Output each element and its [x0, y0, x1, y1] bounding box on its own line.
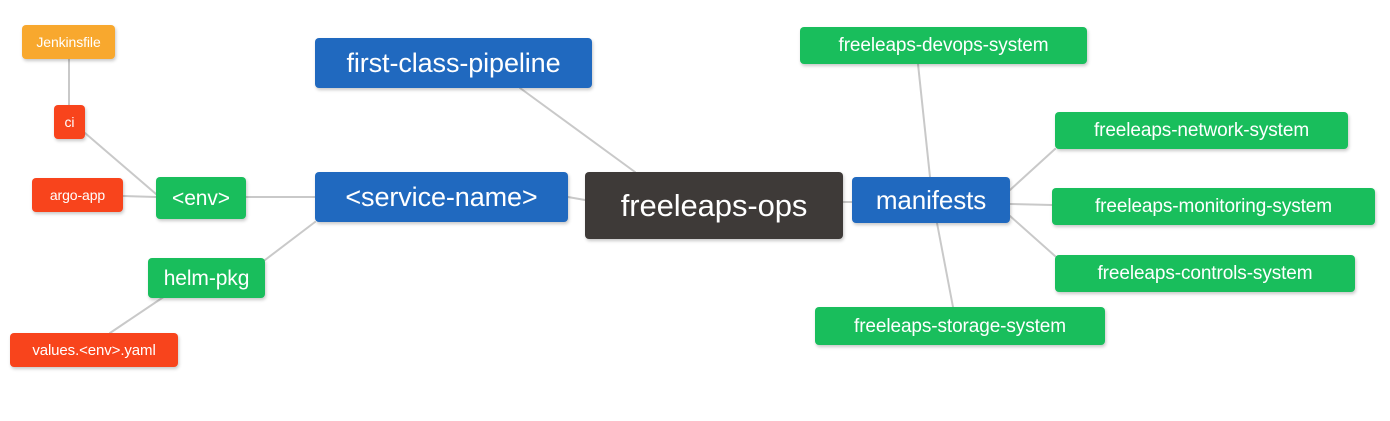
node-label-service-name: <service-name> — [345, 181, 538, 212]
edge-service-name-to-freeleaps-ops — [567, 196, 586, 201]
node-service-name[interactable]: <service-name> — [315, 172, 568, 222]
edge-manifests-to-freeleaps-devops-system — [917, 63, 931, 178]
edge-helm-pkg-to-values-yaml — [109, 295, 166, 334]
edge-manifests-to-freeleaps-controls-system — [1009, 215, 1056, 257]
node-label-manifests: manifests — [875, 185, 987, 215]
node-freeleaps-ops[interactable]: freeleaps-ops — [585, 172, 843, 239]
node-label-freeleaps-monitoring-system: freeleaps-monitoring-system — [1095, 196, 1332, 217]
node-label-jenkinsfile: Jenkinsfile — [36, 34, 101, 50]
node-freeleaps-storage-system[interactable]: freeleaps-storage-system — [815, 307, 1105, 345]
node-first-class-pipeline[interactable]: first-class-pipeline — [315, 38, 592, 88]
node-env[interactable]: <env> — [156, 177, 246, 219]
node-ci[interactable]: ci — [54, 105, 85, 139]
node-label-freeleaps-network-system: freeleaps-network-system — [1093, 120, 1310, 141]
edge-manifests-to-freeleaps-storage-system — [936, 222, 954, 308]
node-label-first-class-pipeline: first-class-pipeline — [346, 47, 561, 78]
edge-service-name-to-helm-pkg — [264, 221, 316, 261]
node-values-yaml[interactable]: values.<env>.yaml — [10, 333, 178, 367]
node-label-freeleaps-ops: freeleaps-ops — [620, 188, 808, 223]
node-freeleaps-controls-system[interactable]: freeleaps-controls-system — [1055, 255, 1355, 292]
edge-argo-app-to-env — [122, 195, 157, 198]
node-argo-app[interactable]: argo-app — [32, 178, 123, 212]
node-helm-pkg[interactable]: helm-pkg — [148, 258, 265, 298]
node-manifests[interactable]: manifests — [852, 177, 1010, 223]
node-freeleaps-network-system[interactable]: freeleaps-network-system — [1055, 112, 1348, 149]
node-label-freeleaps-controls-system: freeleaps-controls-system — [1097, 263, 1313, 284]
node-label-values-yaml: values.<env>.yaml — [32, 341, 156, 359]
node-label-ci: ci — [64, 114, 75, 130]
node-label-helm-pkg: helm-pkg — [163, 266, 250, 290]
node-label-argo-app: argo-app — [49, 187, 106, 203]
edge-first-class-pipeline-to-freeleaps-ops — [519, 87, 636, 173]
node-freeleaps-devops-system[interactable]: freeleaps-devops-system — [800, 27, 1087, 64]
node-label-freeleaps-storage-system: freeleaps-storage-system — [854, 315, 1066, 337]
node-label-freeleaps-devops-system: freeleaps-devops-system — [838, 35, 1049, 56]
node-freeleaps-monitoring-system[interactable]: freeleaps-monitoring-system — [1052, 188, 1375, 225]
node-jenkinsfile[interactable]: Jenkinsfile — [22, 25, 115, 59]
node-label-env: <env> — [172, 186, 230, 210]
edge-manifests-to-freeleaps-network-system — [1009, 148, 1056, 191]
edge-manifests-to-freeleaps-monitoring-system — [1009, 203, 1053, 206]
